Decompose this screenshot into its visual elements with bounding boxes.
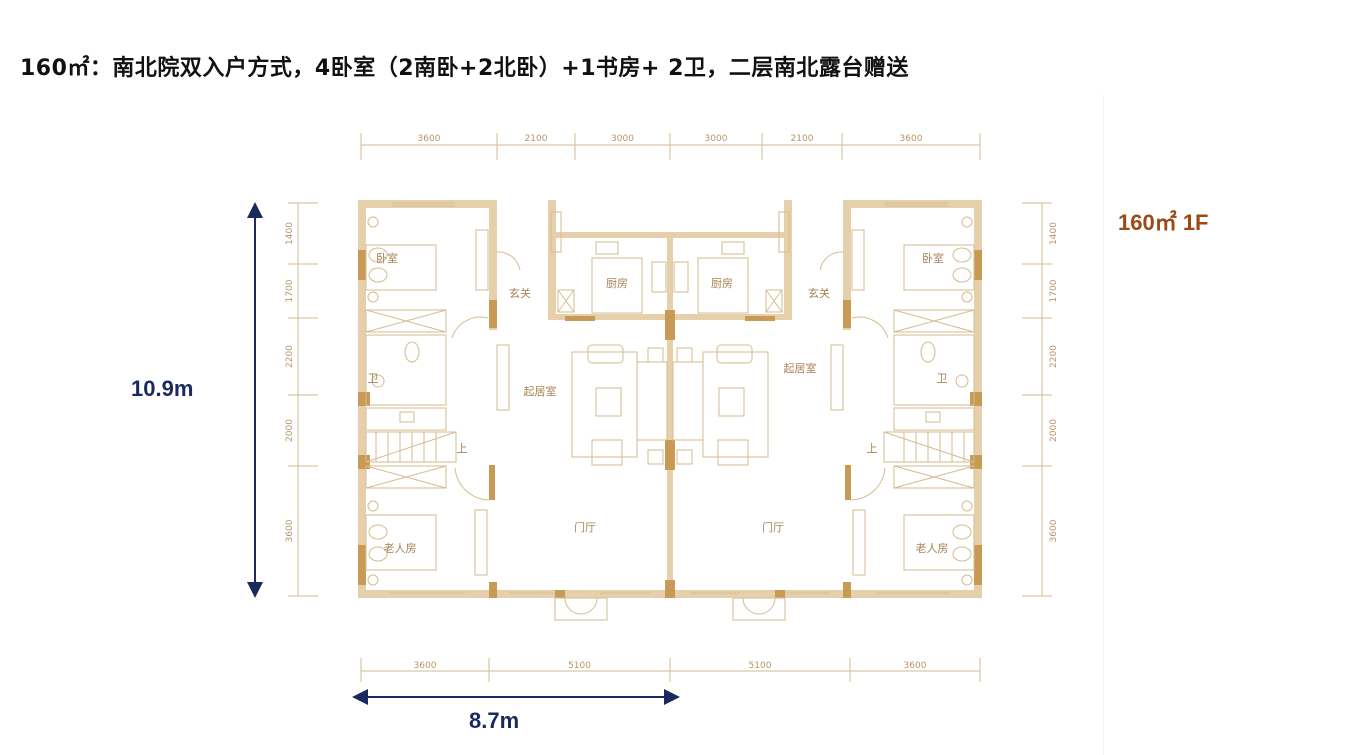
dimension-ticks — [288, 133, 1052, 682]
page-separator — [1103, 95, 1104, 755]
dimension-label: 3600 — [904, 661, 927, 671]
dimension-label: 2200 — [285, 345, 295, 368]
room-label: 卫 — [937, 372, 948, 385]
page-title: 160㎡：南北院双入户方式，4卧室（2南卧+2北卧）+1书房+ 2卫，二层南北露… — [20, 56, 909, 81]
room-label: 起居室 — [524, 384, 557, 398]
dimension-label: 3600 — [900, 134, 923, 144]
dimension-label: 3600 — [414, 661, 437, 671]
room-label: 上 — [457, 442, 468, 455]
room-label: 卫 — [368, 372, 379, 385]
room-label: 起居室 — [784, 361, 817, 375]
dimension-label: 3600 — [285, 519, 295, 542]
dimension-label: 1700 — [1049, 279, 1059, 302]
room-label: 门厅 — [762, 520, 784, 534]
dimension-label: 3000 — [611, 134, 634, 144]
dimension-labels: 3600 2100 3000 3000 2100 3600 3600 5100 5100 3600… — [285, 134, 1059, 671]
floor-plan-left-unit — [357, 199, 674, 621]
dimension-label: 2100 — [791, 134, 814, 144]
dimension-label: 3600 — [418, 134, 441, 144]
dimension-label: 2000 — [285, 419, 295, 442]
room-label: 卧室 — [922, 251, 944, 265]
room-label: 玄关 — [808, 286, 830, 300]
dimension-label: 2200 — [1049, 345, 1059, 368]
dimension-label: 1700 — [285, 279, 295, 302]
dimension-label: 5100 — [568, 661, 591, 671]
dimension-label: 1400 — [285, 222, 295, 245]
dimension-label: 5100 — [749, 661, 772, 671]
room-label: 玄关 — [509, 286, 531, 300]
room-label: 门厅 — [574, 520, 596, 534]
dimension-label: 3000 — [705, 134, 728, 144]
dimension-label: 1400 — [1049, 222, 1059, 245]
room-label: 厨房 — [606, 277, 628, 290]
room-label: 上 — [867, 442, 878, 455]
dimension-label: 3600 — [1049, 519, 1059, 542]
room-label: 卧室 — [376, 251, 398, 265]
room-labels: 卧室玄关厨房厨房玄关卧室卫卫起居室起居室上上门厅门厅老人房老人房 — [368, 251, 949, 555]
room-label: 老人房 — [916, 542, 949, 555]
height-label: 10.9m — [131, 376, 194, 401]
floor-area-label: 160㎡ 1F — [1118, 210, 1209, 235]
room-label: 老人房 — [384, 542, 417, 555]
room-label: 厨房 — [711, 277, 733, 290]
dimension-label: 2000 — [1049, 419, 1059, 442]
width-label: 8.7m — [469, 708, 520, 733]
dimension-label: 2100 — [525, 134, 548, 144]
